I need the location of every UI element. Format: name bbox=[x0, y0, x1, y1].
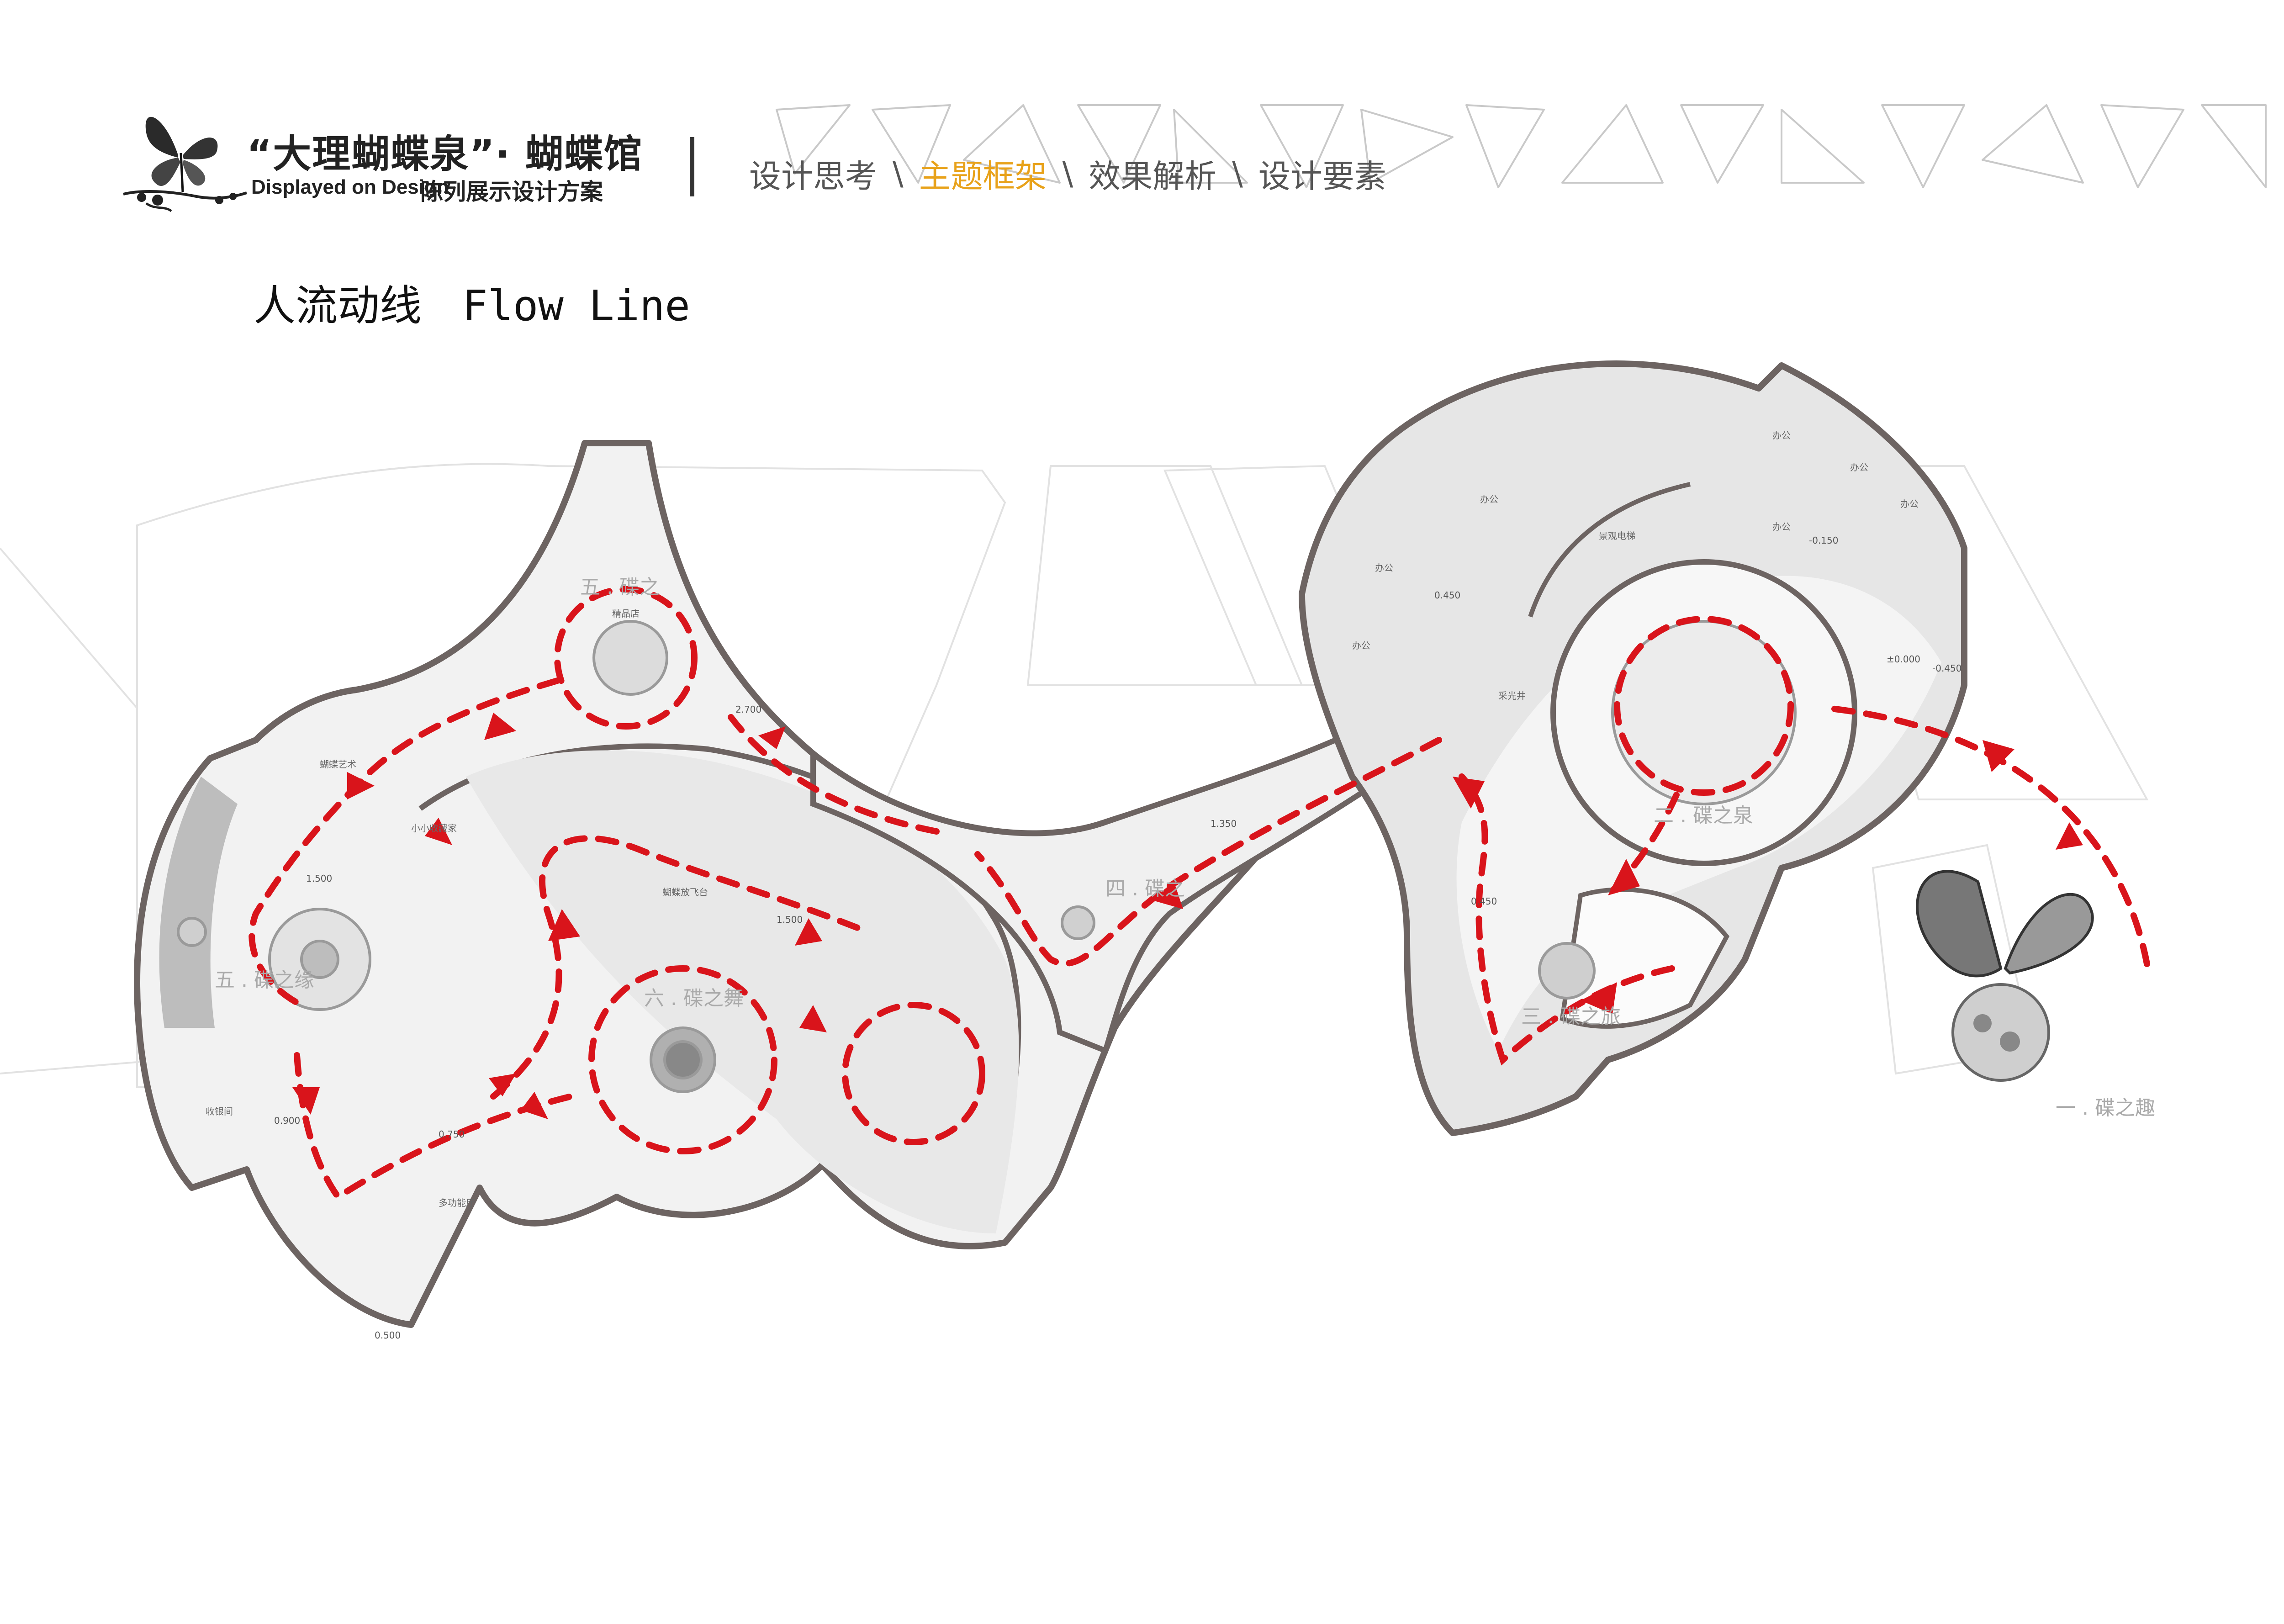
arrow-icon bbox=[292, 1087, 320, 1115]
arrow-icon bbox=[795, 918, 822, 946]
brand-title: “大理蝴蝶泉”· 蝴蝶馆 bbox=[247, 132, 643, 176]
zone-label-5-lower: 五 . 碟之缘 bbox=[215, 968, 314, 992]
center-corridor bbox=[810, 709, 1444, 1055]
room-label-office: 办公 bbox=[1375, 562, 1393, 573]
nav-separator: \ bbox=[893, 155, 904, 192]
zone-label-5-upper: 五 . 碟之 bbox=[580, 576, 660, 599]
nav-tab-design-elements[interactable]: 设计要素 bbox=[1258, 157, 1386, 195]
level-marker: 2.700 bbox=[735, 704, 761, 715]
level-marker: -0.450 bbox=[1932, 663, 1961, 674]
room-label-shop: 精品店 bbox=[612, 608, 640, 619]
flow-line-left-hall bbox=[294, 1052, 574, 1201]
room-label-office: 办公 bbox=[1352, 640, 1370, 651]
level-markers: ±0.000 -0.450 -0.150 0.450 0.450 1.500 1… bbox=[274, 535, 1961, 1341]
arrow-icon bbox=[1453, 777, 1485, 809]
butterfly-logo-icon bbox=[123, 116, 247, 212]
room-label-butterfly-art: 蝴蝶艺术 bbox=[320, 759, 356, 770]
header: “大理蝴蝶泉”· 蝴蝶馆 Displayed on Design 陈列展示设计方… bbox=[0, 0, 2284, 238]
nav-separator: \ bbox=[1062, 155, 1073, 192]
flow-line-zone5-loop bbox=[554, 586, 698, 730]
arrow-icon bbox=[484, 713, 516, 740]
flow-line-corridor bbox=[974, 737, 1442, 967]
arrow-icon bbox=[1151, 882, 1183, 909]
arrow-icon bbox=[548, 909, 580, 941]
right-wing-building bbox=[1299, 360, 1967, 1136]
level-marker: 0.900 bbox=[274, 1115, 300, 1126]
brand-logo-block: “大理蝴蝶泉”· 蝴蝶馆 Displayed on Design 陈列展示设计方… bbox=[114, 96, 708, 215]
room-label-butterfly-flight: 蝴蝶放飞台 bbox=[662, 887, 708, 898]
section-nav: 设计思考 \ 主题框架 \ 效果解析 \ 设计要素 bbox=[749, 151, 1386, 196]
room-label-office: 办公 bbox=[1772, 430, 1791, 441]
room-label-multi: 多功能厅 bbox=[439, 1197, 475, 1208]
room-label-office: 办公 bbox=[1850, 462, 1868, 473]
level-marker: 1.350 bbox=[1211, 818, 1237, 829]
brand-subtitle-en: Displayed on Design bbox=[251, 176, 449, 198]
room-label-office: 办公 bbox=[1772, 521, 1791, 532]
room-label-skylight: 采光井 bbox=[1498, 690, 1526, 701]
flow-line-zone6-inner bbox=[490, 835, 871, 1100]
room-label-office: 办公 bbox=[1480, 494, 1498, 505]
room-label-collection: 小小收藏家 bbox=[411, 823, 457, 834]
nav-separator: \ bbox=[1232, 155, 1243, 192]
arrow-icon bbox=[521, 1092, 548, 1119]
flow-lines bbox=[248, 586, 2150, 1201]
flow-line-zone5-west bbox=[248, 677, 560, 1008]
arrow-icon bbox=[1581, 982, 1617, 1014]
zone-label-6: 六 . 碟之舞 bbox=[644, 987, 744, 1010]
level-marker: ±0.000 bbox=[1887, 654, 1920, 665]
arrow-icon bbox=[489, 1074, 516, 1096]
header-pattern-decoration bbox=[776, 104, 2267, 188]
nav-tab-design-thinking[interactable]: 设计思考 bbox=[749, 157, 877, 195]
brand-subtitle-cn: 陈列展示设计方案 bbox=[420, 179, 603, 205]
room-label-storage: 收银间 bbox=[206, 1106, 233, 1117]
nav-tab-effect-analysis[interactable]: 效果解析 bbox=[1089, 157, 1217, 195]
arrow-icon bbox=[2056, 822, 2083, 850]
page-title-en: Flow Line bbox=[462, 281, 690, 330]
flow-line-zone2-loop bbox=[1614, 616, 1794, 796]
butterfly-sculpture-icon bbox=[1916, 870, 2094, 1082]
level-marker: -0.150 bbox=[1809, 535, 1838, 546]
zone-label-1: 一 . 碟之趣 bbox=[2056, 1096, 2155, 1120]
arrow-icon bbox=[1608, 859, 1640, 895]
flow-arrows bbox=[292, 713, 2083, 1119]
level-marker: 0.450 bbox=[1434, 590, 1460, 601]
flow-line-entrance bbox=[1824, 705, 2150, 967]
nav-tab-theme-framework[interactable]: 主题框架 bbox=[919, 157, 1047, 195]
room-label-elevator: 景观电梯 bbox=[1599, 530, 1635, 541]
room-labels: 办公 办公 办公 办公 办公 办公 办公 采光井 景观电梯 小小收藏家 收银间 … bbox=[206, 430, 1919, 1208]
level-marker: 1.500 bbox=[306, 873, 332, 884]
header-divider bbox=[690, 137, 694, 196]
arrow-icon bbox=[799, 1005, 827, 1032]
zone-label-3: 三 . 碟之旅 bbox=[1521, 1005, 1621, 1028]
arrow-icon bbox=[1983, 740, 2014, 772]
level-marker: 1.500 bbox=[777, 914, 803, 925]
flow-line-upper-corridor bbox=[728, 714, 940, 835]
room-label-office: 办公 bbox=[1900, 498, 1919, 509]
arrow-icon bbox=[347, 772, 375, 799]
arrow-icon bbox=[758, 726, 786, 749]
page-title-cn: 人流动线 bbox=[254, 281, 422, 330]
arrow-icon bbox=[425, 818, 452, 845]
plan-features bbox=[177, 620, 1596, 1093]
level-marker: 0.500 bbox=[375, 1330, 401, 1341]
level-marker: 0.750 bbox=[439, 1129, 465, 1140]
zone-label-4: 四 . 碟之 bbox=[1105, 877, 1185, 900]
flow-line-zone3 bbox=[1459, 773, 1675, 1066]
zone-label-2: 二 . 碟之泉 bbox=[1654, 804, 1753, 827]
level-marker: 0.450 bbox=[1471, 896, 1497, 907]
flow-line-zone6-loop bbox=[588, 965, 777, 1154]
page-title: 人流动线 Flow Line bbox=[254, 272, 690, 333]
flow-line-garden-loop bbox=[842, 1002, 985, 1145]
zone-labels: 一 . 碟之趣 二 . 碟之泉 三 . 碟之旅 四 . 碟之 五 . 碟之 五 … bbox=[215, 576, 2155, 1120]
